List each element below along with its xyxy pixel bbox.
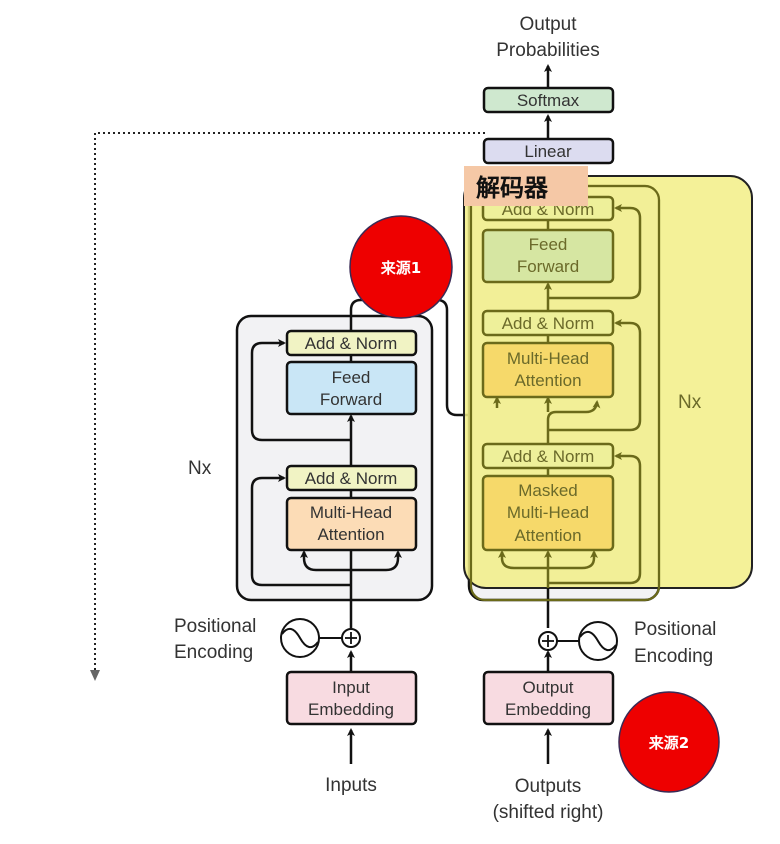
decoder-residual-2 (548, 319, 642, 432)
decoder-add-norm-bottom-label: Add & Norm (502, 447, 595, 466)
source2-label: 来源2 (648, 734, 689, 752)
inputs-label: Inputs (325, 775, 377, 796)
encoder-ff-line1: Feed (332, 368, 371, 387)
encoder-attn-input-left (300, 550, 351, 572)
decoder-add-norm-mid-label: Add & Norm (502, 314, 595, 333)
input-embedding-line2: Embedding (308, 700, 394, 719)
decoder-title: 解码器 (476, 174, 549, 202)
encoder-attn-input-right (351, 550, 402, 572)
output-probabilities-line1: Output (519, 14, 577, 35)
source1-label: 来源1 (380, 259, 421, 277)
encoder-ff-line2: Forward (320, 390, 382, 409)
decoder-ff-line1: Feed (529, 235, 568, 254)
encoder-block (235, 314, 434, 602)
encoder-residual-2 (250, 339, 351, 442)
output-embedding-line2: Embedding (505, 700, 591, 719)
decoder-mha-query-input (546, 400, 601, 444)
encoder-positional-line1: Positional (174, 616, 256, 637)
input-embedding-box (285, 670, 418, 726)
encoder-mha-line2: Attention (317, 525, 384, 544)
source2-badge (618, 691, 720, 793)
encoder-add-norm-top-label: Add & Norm (305, 334, 398, 353)
decoder-mha-line2: Attention (514, 371, 581, 390)
decoder-positional-line1: Positional (634, 619, 716, 640)
encoder-add-norm-bottom-label: Add & Norm (305, 469, 398, 488)
decoder-title-badge (464, 166, 588, 206)
source1-badge (349, 215, 453, 319)
decoder-masked-line3: Attention (514, 526, 581, 545)
linear-label: Linear (524, 142, 572, 161)
output-embedding-line1: Output (522, 678, 573, 697)
decoder-residual-1 (548, 452, 642, 585)
encoder-repeat-label: Nx (188, 458, 212, 479)
output-probabilities-line2: Probabilities (496, 40, 600, 61)
encoder-residual-1 (250, 474, 351, 587)
softmax-label: Softmax (517, 91, 580, 110)
dotted-feedback-line (94, 132, 485, 672)
decoder-ff-line2: Forward (517, 257, 579, 276)
decoder-mha-line1: Multi-Head (507, 349, 589, 368)
outputs-label-line2: (shifted right) (493, 802, 604, 823)
decoder-masked-input-right (548, 550, 598, 570)
linear-box (482, 137, 615, 165)
output-embedding-box (482, 670, 615, 726)
decoder-masked-input-left (498, 550, 548, 570)
input-embedding-line1: Input (332, 678, 370, 697)
dotted-arrowhead-icon (90, 670, 100, 681)
decoder-positional-line2: Encoding (634, 646, 713, 667)
decoder-masked-line1: Masked (518, 481, 578, 500)
encoder-positional-line2: Encoding (174, 642, 253, 663)
decoder-residual-3 (548, 204, 642, 300)
softmax-box (482, 86, 615, 114)
encoder-mha-line1: Multi-Head (310, 503, 392, 522)
outputs-label-line1: Outputs (515, 776, 582, 797)
decoder-masked-line2: Multi-Head (507, 503, 589, 522)
decoder-repeat-label: Nx (678, 392, 702, 413)
